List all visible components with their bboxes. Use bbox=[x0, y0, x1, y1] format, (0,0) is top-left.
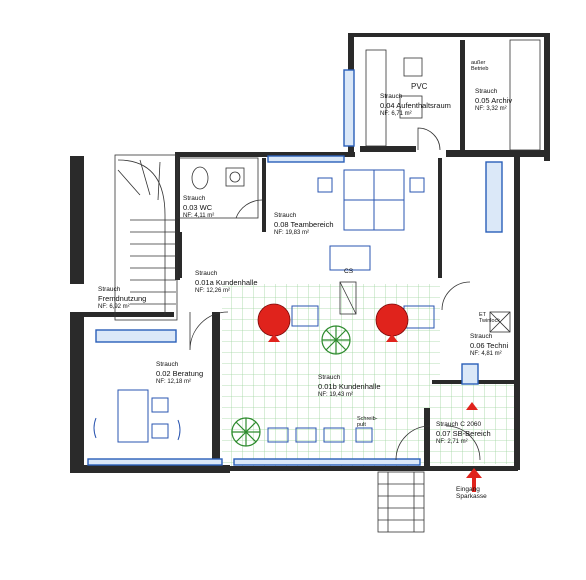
entrance-steps bbox=[377, 471, 425, 533]
room-area: NF: 19,43 m² bbox=[318, 391, 354, 398]
eingang-label: Eingang Sparkasse bbox=[456, 486, 487, 500]
room-area: NF: 12,26 m² bbox=[195, 287, 231, 294]
room-area: NF: 4,81 m² bbox=[470, 350, 502, 357]
room-owner: Strauch bbox=[183, 195, 206, 202]
room-title: Fremdnutzung bbox=[98, 294, 147, 304]
door-swings bbox=[189, 127, 481, 461]
dispenser-left bbox=[257, 303, 291, 337]
room-title: 0.03 WC bbox=[183, 203, 213, 213]
ausser-betrieb-label: außer Betrieb bbox=[471, 60, 489, 72]
dispenser-right bbox=[375, 303, 409, 337]
room-fremdnutzung: Strauch Fremdnutzung NF: 6,92 m² bbox=[98, 286, 146, 311]
technik-cabinet bbox=[489, 311, 511, 333]
room-wc: Strauch 0.03 WC NF: 4,11 m² bbox=[183, 195, 214, 220]
room-area: NF: 19,83 m² bbox=[274, 229, 310, 236]
room-title: 0.02 Beratung bbox=[156, 369, 204, 379]
room-aufenthaltsraum: Strauch 0.04 Aufenthaltsraum NF: 6,71 m² bbox=[380, 93, 451, 118]
room-area: NF: 12,18 m² bbox=[156, 378, 192, 385]
room-sb-bereich: Strauch C 2060 0.07 SB-Bereich NF: 2,71 … bbox=[436, 421, 491, 446]
room-area: NF: 4,11 m² bbox=[183, 212, 215, 219]
et-twinlock-label: ET Twinlock bbox=[479, 312, 501, 324]
team-desks bbox=[291, 169, 435, 329]
annex-furniture bbox=[365, 39, 541, 151]
room-kundenhalle-a: Strauch 0.01a Kundenhalle NF: 12,26 m² bbox=[195, 270, 258, 295]
room-owner: Strauch bbox=[156, 361, 179, 368]
plants bbox=[231, 325, 351, 447]
staircase bbox=[114, 154, 178, 321]
room-technik: Strauch 0.06 Techni NF: 4,81 m² bbox=[470, 333, 508, 358]
room-title: 0.01b Kundenhalle bbox=[318, 382, 381, 392]
plant-lower-left bbox=[231, 417, 261, 447]
room-teambereich: Strauch 0.08 Teambereich NF: 19,83 m² bbox=[274, 212, 333, 237]
room-title: 0.08 Teambereich bbox=[274, 220, 334, 230]
schreibpult-label: Schreib-pult bbox=[357, 416, 378, 428]
cash-dispensers bbox=[257, 303, 478, 410]
room-kundenhalle-b: Strauch 0.01b Kundenhalle NF: 19,43 m² bbox=[318, 374, 381, 399]
room-archiv: Strauch 0.05 Archiv NF: 3,32 m² bbox=[475, 88, 512, 113]
consultation-furniture bbox=[93, 389, 373, 443]
wc-fixtures bbox=[177, 157, 259, 219]
cs-cabinet bbox=[339, 281, 357, 315]
room-beratung: Strauch 0.02 Beratung NF: 12,18 m² bbox=[156, 361, 203, 386]
room-owner: Strauch bbox=[380, 93, 403, 100]
room-area: NF: 3,32 m² bbox=[475, 105, 507, 112]
room-owner: Strauch bbox=[470, 333, 493, 340]
entrance-arrow-icon bbox=[466, 468, 482, 492]
room-area: NF: 2,71 m² bbox=[436, 438, 468, 445]
room-title: 0.01a Kundenhalle bbox=[195, 278, 258, 288]
room-owner: Strauch bbox=[475, 88, 498, 95]
room-owner: Strauch bbox=[318, 374, 341, 381]
room-title: 0.05 Archiv bbox=[475, 96, 513, 106]
room-area: NF: 6,71 m² bbox=[380, 110, 412, 117]
room-owner: Strauch C 2060 bbox=[436, 421, 482, 428]
room-owner: Strauch bbox=[98, 286, 121, 293]
room-title: 0.06 Techni bbox=[470, 341, 509, 351]
room-area: NF: 6,92 m² bbox=[98, 303, 130, 310]
room-title: 0.04 Aufenthaltsraum bbox=[380, 101, 451, 111]
pvc-label: PVC bbox=[411, 82, 428, 91]
plant-center bbox=[321, 325, 351, 355]
room-title: 0.07 SB-Bereich bbox=[436, 429, 491, 439]
room-owner: Strauch bbox=[274, 212, 297, 219]
windows bbox=[87, 69, 503, 466]
cs-label: CS bbox=[344, 268, 354, 275]
room-owner: Strauch bbox=[195, 270, 218, 277]
